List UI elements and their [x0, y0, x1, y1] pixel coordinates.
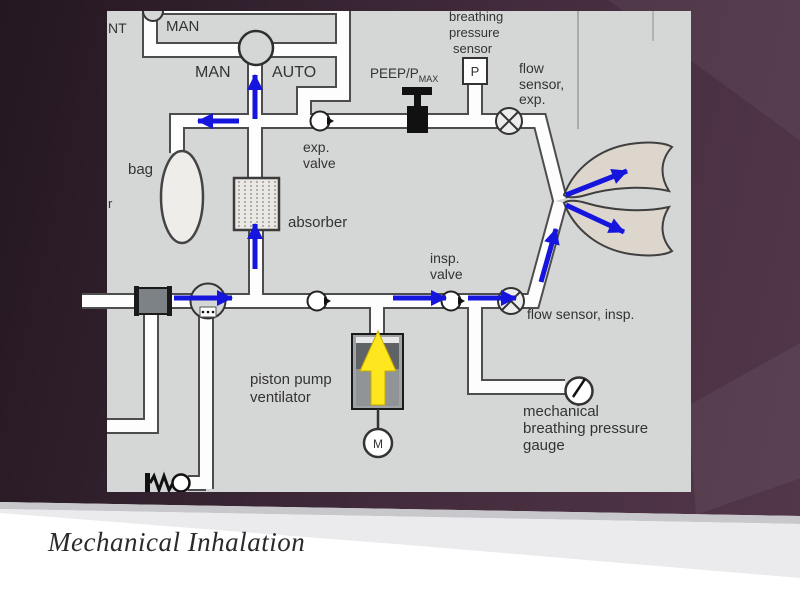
- exp-valve-symbol: [309, 110, 334, 132]
- label-gauge-2: breathing pressure: [523, 420, 648, 437]
- label-flow-exp-2: sensor,: [519, 76, 564, 92]
- yellow-piston-arrow: [359, 329, 397, 406]
- motor-letter: M: [373, 437, 383, 451]
- label-vent-fragment: NT: [108, 20, 127, 36]
- absorber-canister: [232, 176, 281, 232]
- arrow-into-upper-lung: [565, 168, 628, 198]
- peep-pmax-valve: [402, 87, 432, 133]
- arrow-diagonal-insp: [538, 228, 560, 283]
- label-bag: bag: [128, 161, 153, 178]
- apl-spring-valve: [145, 471, 191, 492]
- label-breathing-sensor-1: breathing: [449, 11, 503, 24]
- breathing-pressure-sensor-box: P: [462, 57, 488, 85]
- p-sensor-letter: P: [471, 64, 480, 79]
- label-man-top: MAN: [166, 18, 199, 35]
- pressure-gauge: [564, 376, 594, 406]
- label-auto: AUTO: [272, 64, 316, 81]
- mixing-circle-component: [189, 282, 227, 320]
- label-insp-valve-1: insp.: [430, 250, 460, 266]
- label-peep: PEEP/PMAX: [370, 66, 438, 84]
- label-exp-valve-2: valve: [303, 155, 336, 171]
- label-gauge-3: gauge: [523, 437, 565, 454]
- flow-sensor-insp-symbol: [497, 287, 525, 315]
- label-word-fragment: r: [108, 196, 113, 211]
- ventilation-circuit-diagram: P: [82, 11, 691, 492]
- flow-sensor-exp-symbol: [495, 107, 523, 135]
- label-absorber: absorber: [288, 214, 347, 231]
- label-flow-insp: flow sensor, insp.: [527, 306, 634, 322]
- label-insp-valve-2: valve: [430, 266, 463, 282]
- label-exp-valve-1: exp.: [303, 139, 329, 155]
- label-breathing-sensor-3: sensor: [453, 41, 493, 56]
- motor: M: [362, 409, 394, 459]
- label-gauge-1: mechanical: [523, 403, 599, 420]
- arrow-into-lower-lung: [564, 202, 626, 235]
- top-knob-valve: [142, 11, 164, 22]
- label-flow-exp-1: flow: [519, 60, 545, 76]
- label-breathing-sensor-2: pressure: [449, 25, 500, 40]
- fresh-gas-fitting: [134, 286, 172, 316]
- label-piston-2: ventilator: [250, 389, 311, 406]
- label-man: MAN: [195, 64, 231, 81]
- label-piston-1: piston pump: [250, 371, 332, 388]
- flow-direction-arrows: [174, 74, 628, 306]
- check-valve-symbol: [306, 290, 331, 312]
- slide-title: Mechanical Inhalation: [48, 527, 306, 557]
- label-flow-exp-3: exp.: [519, 91, 545, 107]
- man-auto-selector-valve: [237, 29, 275, 67]
- breathing-bag: [159, 149, 205, 245]
- pipe-network: [82, 11, 568, 491]
